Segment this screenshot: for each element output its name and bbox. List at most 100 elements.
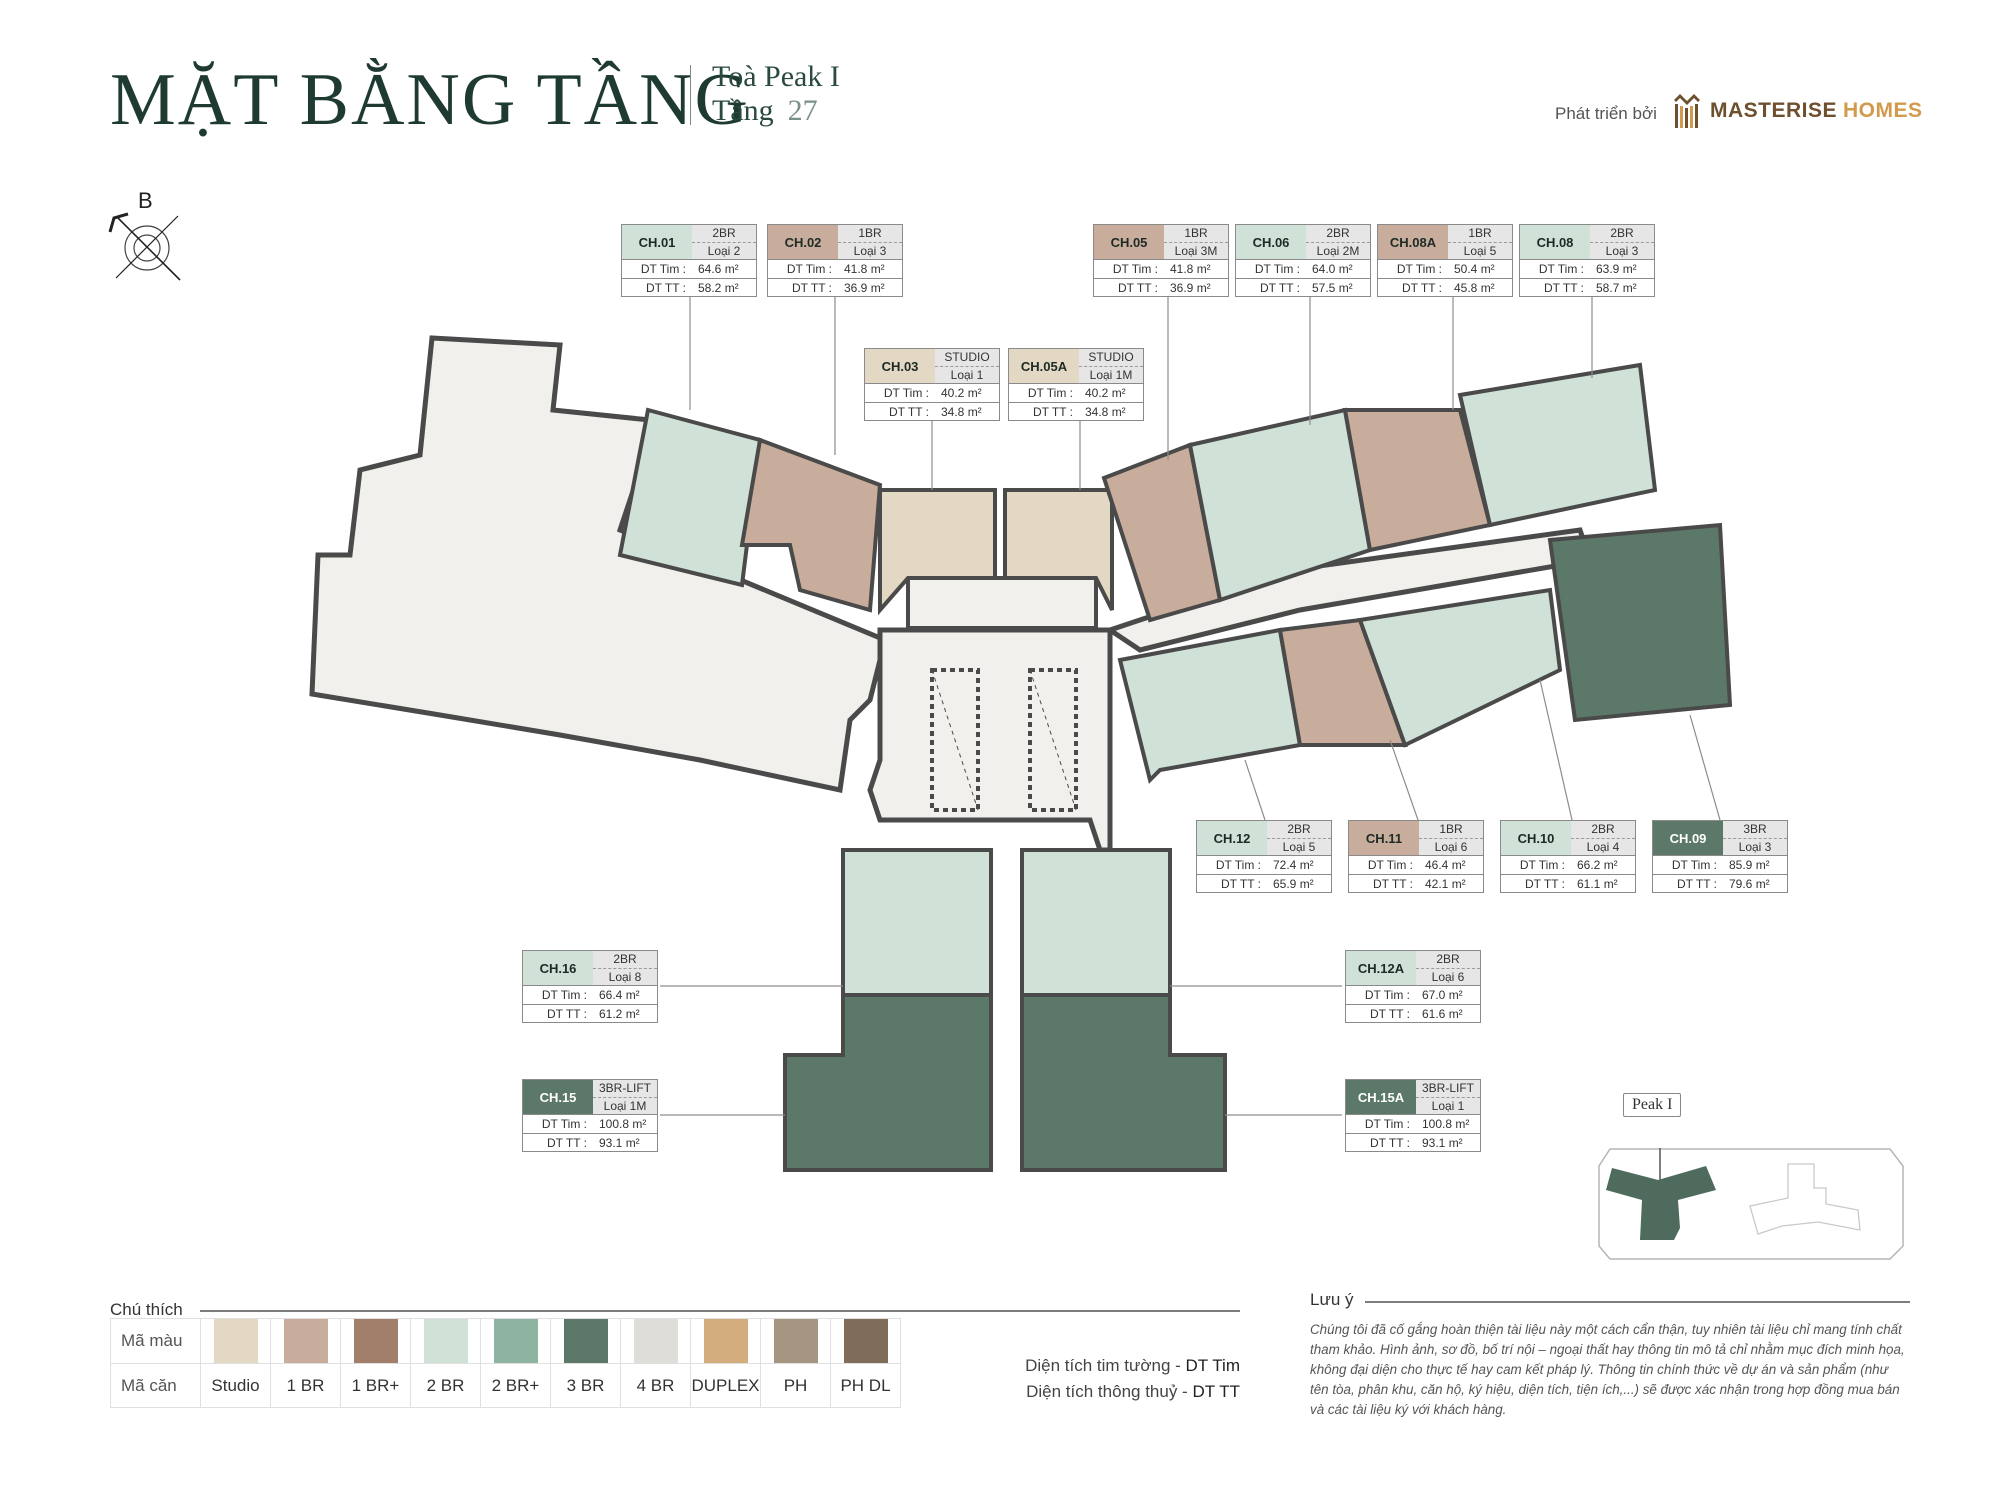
legend-label: PH [760, 1363, 831, 1408]
unit-variant: Loại 3 [1605, 243, 1639, 258]
floor-label: Tầng [712, 94, 774, 127]
unit-code: CH.09 [1653, 821, 1723, 855]
unit-variant: Loại 1 [950, 367, 984, 382]
unit-type: 1BR [1419, 821, 1483, 839]
legend-divider [200, 1310, 1240, 1312]
dt-tim-value: 66.2 m² [1577, 858, 1618, 872]
dt-tim-value: 100.8 m² [1422, 1117, 1470, 1131]
dt-tt-label: DT TT : [888, 404, 929, 419]
legend-row-color-label: Mã màu [110, 1318, 201, 1364]
swatch-4br [633, 1319, 678, 1363]
dt-tt-label: DT TT : [1369, 1006, 1410, 1021]
dt-tt-value: 36.9 m² [1170, 280, 1211, 295]
dt-tim-label: DT Tim : [1112, 262, 1158, 276]
brand-name-part-1: MASTERISE [1710, 99, 1838, 122]
plan-units-north-west [617, 407, 883, 613]
unit-variant: Loại 1M [1089, 367, 1133, 382]
unit-variant: Loại 5 [1463, 243, 1497, 258]
dt-tt-label: DT TT : [1401, 280, 1442, 295]
legend-label: 4 BR [620, 1363, 691, 1408]
unit-variant: Loại 3 [1738, 839, 1772, 854]
unit-variant: Loại 1M [603, 1098, 647, 1113]
dt-tim-label: DT Tim : [1538, 262, 1584, 276]
dt-tim-value: 64.6 m² [698, 262, 739, 276]
swatch-3br [563, 1319, 608, 1363]
legend-label: Studio [200, 1363, 271, 1408]
dt-tt-label: DT TT : [1220, 876, 1261, 891]
dt-tt-value: 57.5 m² [1312, 280, 1353, 295]
keymap-peak1-footprint [1606, 1166, 1716, 1240]
developer-prefix: Phát triển bởi [1555, 104, 1657, 123]
dt-tt-value: 36.9 m² [844, 280, 885, 295]
dt-tim-value: 63.9 m² [1596, 262, 1637, 276]
dt-tim-label: DT Tim : [1367, 858, 1413, 872]
unit-variant: Loại 5 [1282, 839, 1316, 854]
dt-tt-value: 93.1 m² [599, 1135, 640, 1150]
floor-line: Tầng 27 [712, 94, 840, 128]
unit-code: CH.02 [768, 225, 838, 259]
legend-label: 1 BR [270, 1363, 341, 1408]
swatch-1br-plus [353, 1319, 398, 1363]
unit-code: CH.10 [1501, 821, 1571, 855]
unit-type: 2BR [692, 225, 756, 243]
swatch-studio [213, 1319, 258, 1363]
dt-tim-label: DT Tim : [1364, 1117, 1410, 1131]
dt-tim-label: DT Tim : [786, 262, 832, 276]
area-legend-text: Diện tích tim tường - [1025, 1356, 1186, 1375]
unit-code: CH.01 [622, 225, 692, 259]
floor-number: 27 [787, 94, 818, 127]
dt-tim-label: DT Tim : [1027, 386, 1073, 400]
swatch-ph-dl [843, 1319, 888, 1363]
dt-tim-value: 64.0 m² [1312, 262, 1353, 276]
unit-type: 2BR [1416, 951, 1480, 969]
plan-units-south-east [1117, 522, 1733, 784]
dt-tt-value: 61.2 m² [599, 1006, 640, 1021]
site-keymap [1598, 1148, 1904, 1260]
unit-variant: Loại 2M [1316, 243, 1360, 258]
dt-tim-value: 72.4 m² [1273, 858, 1314, 872]
plan-units-north-east [1101, 362, 1658, 623]
dt-tim-value: 67.0 m² [1422, 988, 1463, 1002]
dt-tt-label: DT TT : [546, 1135, 587, 1150]
north-compass: B [102, 188, 192, 288]
legend-label: 2 BR [410, 1363, 481, 1408]
unit-variant: Loại 6 [1434, 839, 1468, 854]
dt-tt-value: 58.7 m² [1596, 280, 1637, 295]
unit-type: STUDIO [935, 349, 999, 367]
compass-icon: B [108, 188, 181, 281]
unit-type: 2BR [1590, 225, 1654, 243]
unit-type: 2BR [1306, 225, 1370, 243]
swatch-1br [283, 1319, 328, 1363]
dt-tim-label: DT Tim : [1254, 262, 1300, 276]
unit-variant: Loại 6 [1431, 969, 1465, 984]
building-name: Toà Peak I [712, 60, 840, 93]
legend-row-code-label: Mã căn [110, 1363, 201, 1408]
title-divider [690, 65, 691, 125]
unit-code: CH.05 [1094, 225, 1164, 259]
leader-lines [660, 293, 1721, 1116]
dt-tt-label: DT TT : [1032, 404, 1073, 419]
unit-variant: Loại 4 [1586, 839, 1620, 854]
dt-tim-label: DT Tim : [640, 262, 686, 276]
unit-code: CH.08A [1378, 225, 1448, 259]
dt-tim-value: 50.4 m² [1454, 262, 1495, 276]
area-legend-abbr: DT Tim [1185, 1356, 1240, 1375]
unit-variant: Loại 3M [1174, 243, 1218, 258]
